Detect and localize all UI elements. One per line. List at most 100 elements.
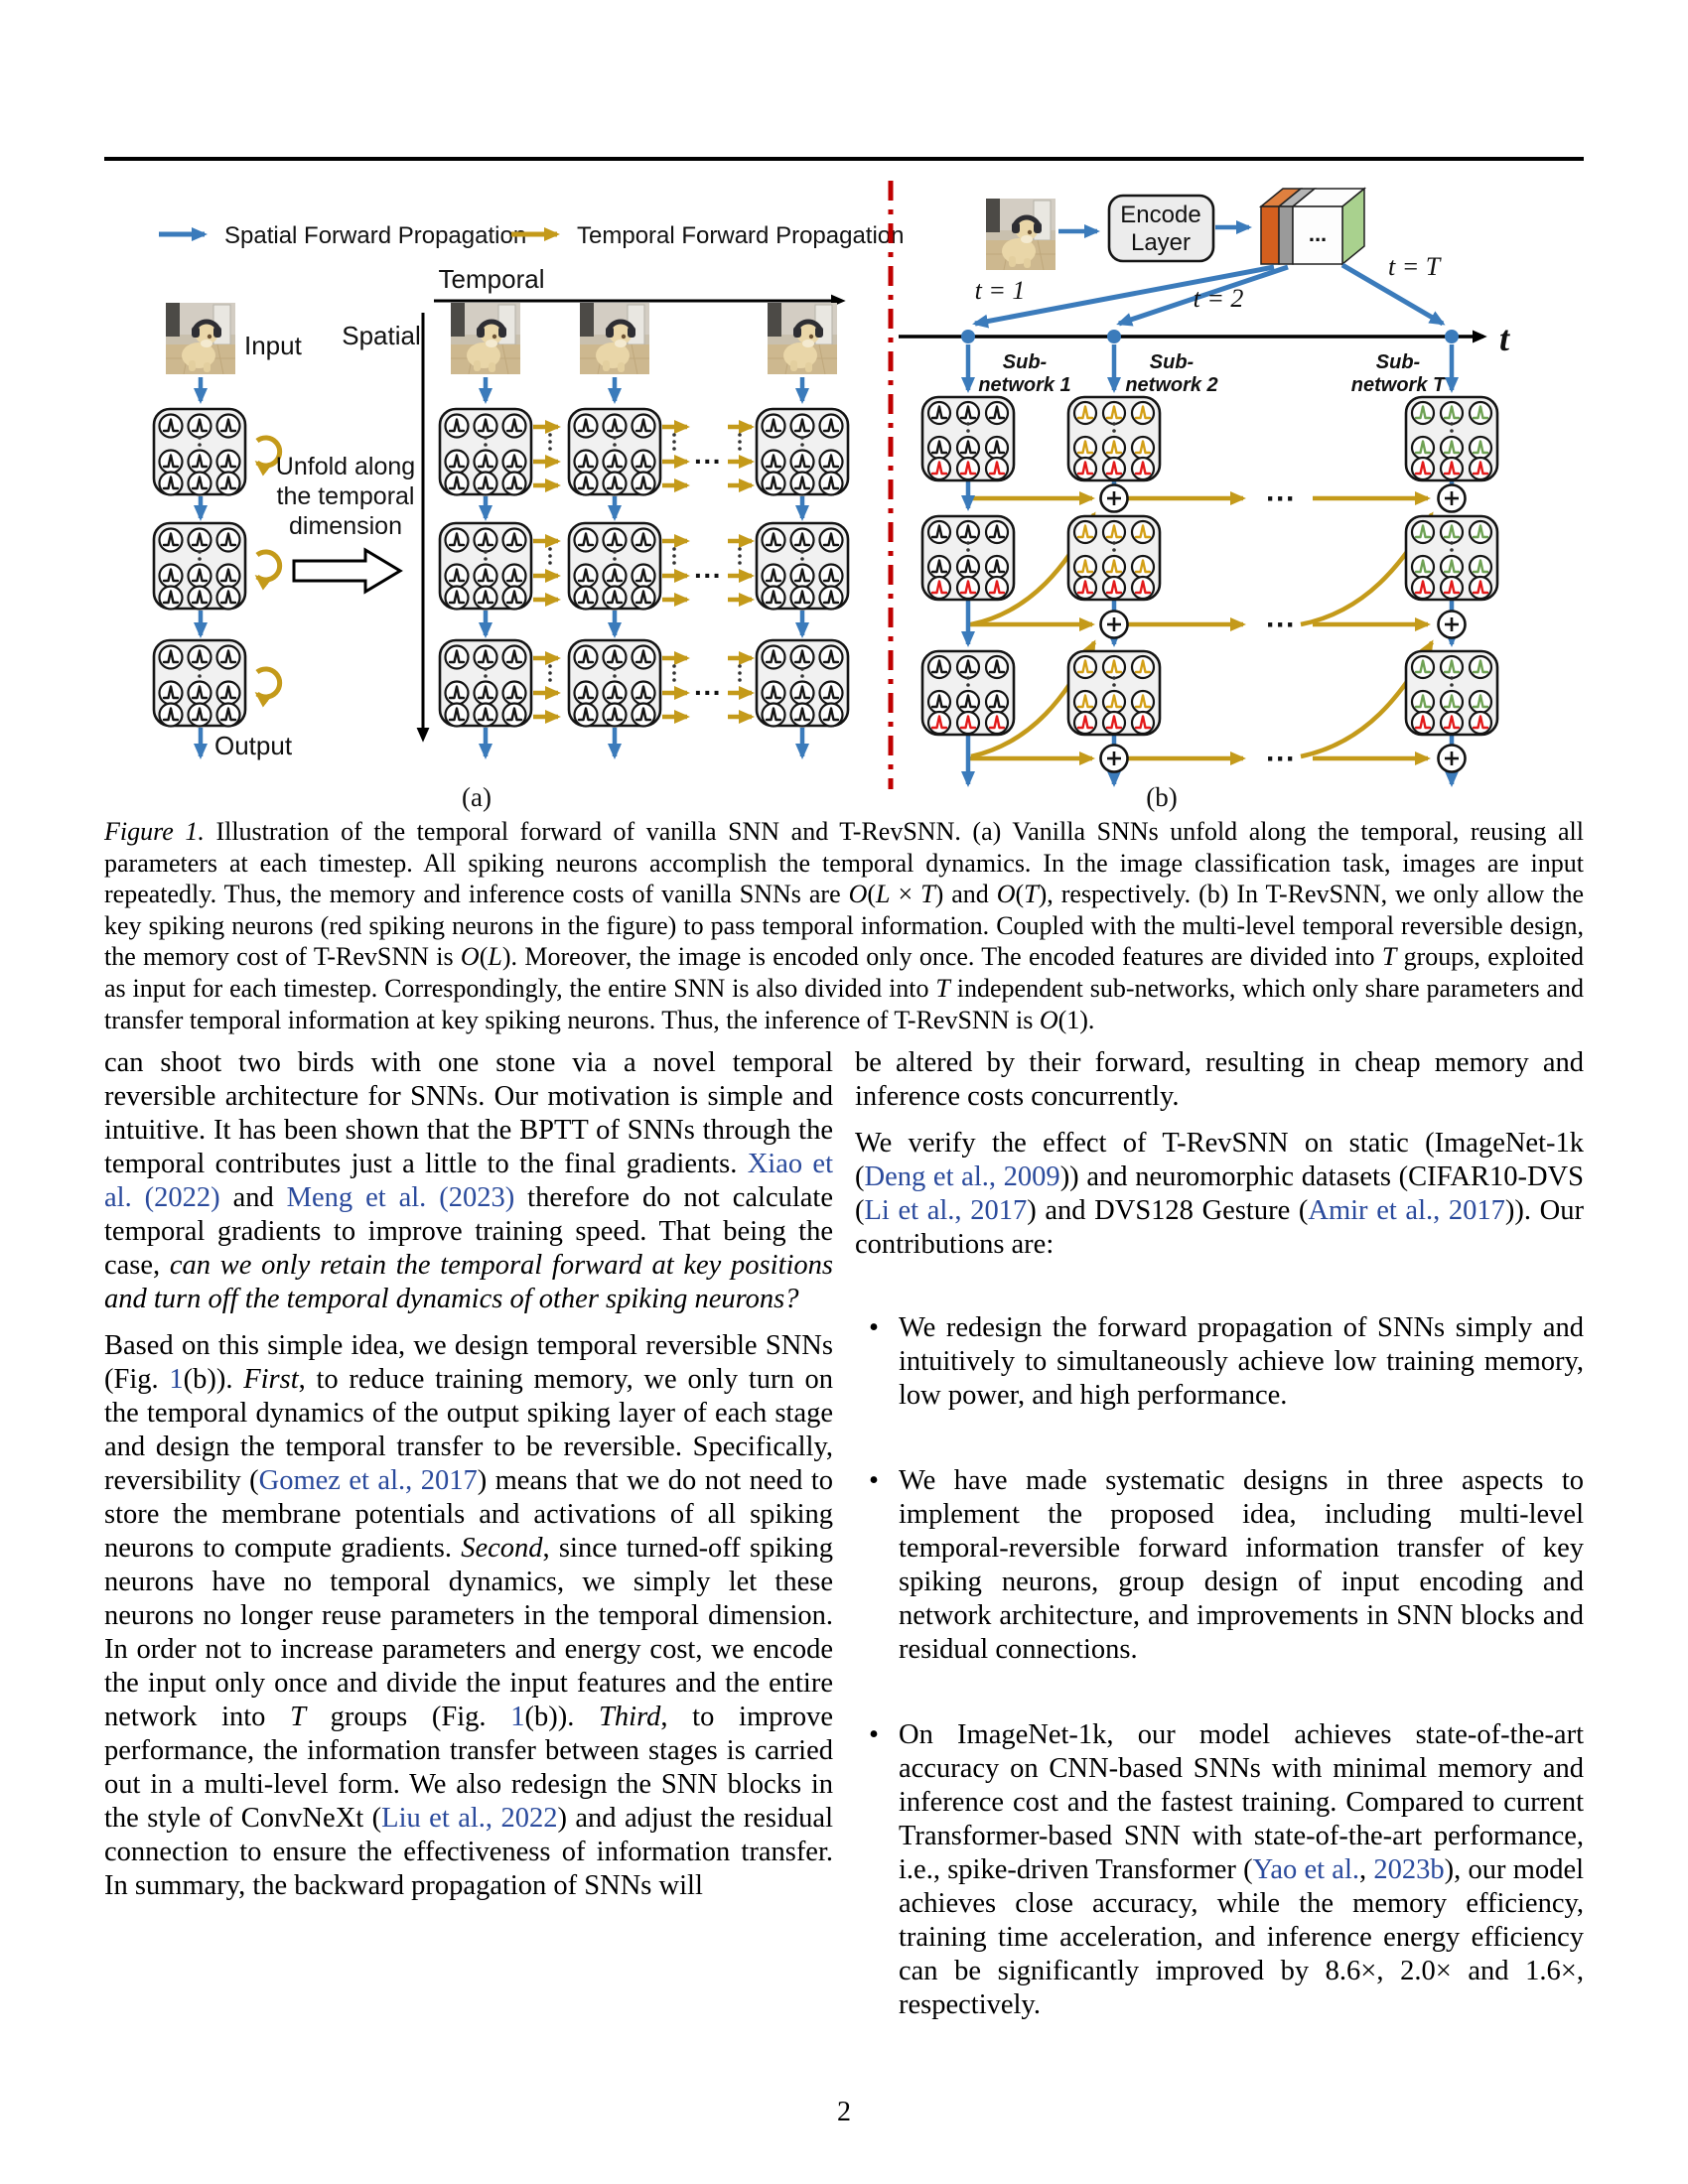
text-segment: ), respectively. (b) In T-RevSNN, we onl… — [104, 880, 1584, 972]
text-segment: )) and neuromorphic datasets (CIFAR10-DV… — [855, 1161, 1584, 1226]
text-segment: Second — [461, 1533, 543, 1564]
text-segment: Third — [599, 1702, 661, 1732]
paragraph: can shoot two birds with one stone via a… — [104, 1046, 833, 1316]
page-number: 2 — [837, 2097, 851, 2127]
citation-link[interactable]: Xiao et al. (2022) — [104, 1149, 833, 1213]
text-segment: Illustration of the temporal forward of … — [104, 817, 1584, 909]
dog-input-image — [451, 303, 520, 374]
citation-link[interactable]: 1 — [169, 1364, 184, 1395]
text-segment: ) and DVS128 Gesture ( — [1027, 1195, 1309, 1226]
citation-link[interactable]: Amir et al., 2017 — [1308, 1195, 1505, 1226]
text-segment: We verify the effect of T-RevSNN on stat… — [855, 1128, 1584, 1192]
svg-text:Output: Output — [214, 731, 293, 760]
temporal-transfer-connections: ··· ··· ··· — [970, 482, 1434, 775]
svg-text:t = T: t = T — [1388, 252, 1442, 281]
text-segment: ) means that we do not need to store the… — [104, 1465, 833, 1564]
column-right: be altered by their forward, resulting i… — [855, 1046, 1584, 2074]
text-segment: T — [1024, 880, 1039, 909]
text-segment: (b)). — [183, 1364, 244, 1395]
text-segment: O — [460, 942, 480, 972]
svg-text:network T: network T — [1351, 374, 1447, 396]
contributions-list: We redesign the forward propagation of S… — [855, 1311, 1584, 2022]
text-segment: ), our model achieves close accuracy, wh… — [899, 1854, 1585, 2020]
sub-network-columns — [920, 344, 1499, 787]
text-segment: Figure 1. — [104, 817, 205, 846]
text-segment: O — [1039, 1005, 1058, 1034]
list-item: On ImageNet-1k, our model achieves state… — [855, 1718, 1584, 2022]
dog-input-image — [768, 303, 837, 374]
text-segment: and — [219, 1182, 287, 1213]
dog-input-image — [986, 199, 1055, 270]
svg-text:Spatial Forward Propagation: Spatial Forward Propagation — [224, 222, 526, 249]
svg-text:···: ··· — [1266, 482, 1296, 515]
svg-text:···: ··· — [1266, 743, 1296, 775]
svg-text:the temporal: the temporal — [277, 482, 415, 510]
svg-text:network 1: network 1 — [978, 374, 1070, 396]
text-segment: can shoot two birds with one stone via a… — [104, 1047, 833, 1179]
svg-text:...: ... — [1309, 221, 1327, 246]
figure-top-rule — [104, 157, 1584, 161]
text-segment: × — [890, 880, 921, 909]
text-segment: ( — [1015, 880, 1025, 909]
svg-text:Input: Input — [244, 331, 303, 360]
text-segment: L — [488, 942, 502, 972]
text-segment: We redesign the forward propagation of S… — [899, 1312, 1584, 1411]
text-segment: ) and — [934, 880, 997, 909]
svg-text:Layer: Layer — [1131, 229, 1191, 256]
text-segment: T — [1381, 942, 1397, 972]
text-segment: ( — [867, 880, 877, 909]
svg-text:···: ··· — [694, 446, 722, 477]
figure-caption: Figure 1. Illustration of the temporal f… — [104, 816, 1584, 1035]
svg-text:dimension: dimension — [289, 512, 402, 540]
text-segment: L — [876, 880, 891, 909]
svg-text:Sub-: Sub- — [1003, 351, 1048, 373]
text-segment: T — [935, 973, 950, 1003]
text-segment: , to improve performance, the informatio… — [104, 1702, 834, 1834]
svg-text:Unfold along: Unfold along — [276, 453, 415, 480]
text-segment: can we only retain the temporal forward … — [104, 1250, 833, 1314]
svg-text:Encode: Encode — [1120, 202, 1200, 228]
svg-text:network 2: network 2 — [1125, 374, 1217, 396]
text-segment: O — [848, 880, 868, 909]
column-left: can shoot two birds with one stone via a… — [104, 1046, 833, 2074]
citation-link[interactable]: Liu et al., 2022 — [381, 1803, 558, 1834]
citation-link[interactable]: Li et al., 2017 — [864, 1195, 1028, 1226]
svg-text:t = 1: t = 1 — [975, 276, 1026, 305]
dog-input-image — [166, 303, 235, 374]
text-segment: Based on this simple idea, we design tem… — [104, 1330, 833, 1395]
text-segment: therefore do not calculate temporal grad… — [104, 1182, 833, 1281]
svg-text:···: ··· — [694, 560, 722, 591]
citation-link[interactable]: Deng et al., 2009 — [864, 1161, 1060, 1192]
svg-text:···: ··· — [694, 677, 722, 708]
svg-text:Temporal: Temporal — [439, 264, 545, 294]
text-segment: groups (Fig. — [305, 1702, 511, 1732]
text-segment: On ImageNet-1k, our model achieves state… — [899, 1719, 1584, 1885]
paragraph: We verify the effect of T-RevSNN on stat… — [855, 1127, 1584, 1262]
svg-text:Sub-: Sub- — [1150, 351, 1195, 373]
text-segment: , — [1359, 1854, 1374, 1885]
citation-link[interactable]: Gomez et al., 2017 — [258, 1465, 478, 1496]
paragraph: be altered by their forward, resulting i… — [855, 1046, 1584, 1114]
text-segment: , since turned-off spiking neurons have … — [104, 1533, 833, 1732]
citation-link[interactable]: 1 — [510, 1702, 525, 1732]
svg-text:···: ··· — [1266, 609, 1296, 641]
text-segment: (b)). — [524, 1702, 600, 1732]
citation-link[interactable]: Yao et al. — [1252, 1854, 1360, 1885]
svg-text:(a): (a) — [462, 782, 492, 812]
text-segment: independent sub-networks, which only sha… — [104, 973, 1584, 1034]
body-columns: can shoot two birds with one stone via a… — [104, 1046, 1584, 2074]
text-segment: O — [996, 880, 1016, 909]
svg-text:t: t — [1499, 319, 1510, 358]
svg-text:t = 2: t = 2 — [1194, 284, 1244, 313]
list-item: We have made systematic designs in three… — [855, 1464, 1584, 1667]
citation-link[interactable]: Meng et al. (2023) — [286, 1182, 515, 1213]
svg-text:(b): (b) — [1146, 782, 1177, 812]
paragraph: Based on this simple idea, we design tem… — [104, 1329, 833, 1903]
citation-link[interactable]: 2023b — [1373, 1854, 1445, 1885]
text-segment: T — [290, 1702, 306, 1732]
text-segment: ) and adjust the residual connection to … — [104, 1803, 833, 1901]
